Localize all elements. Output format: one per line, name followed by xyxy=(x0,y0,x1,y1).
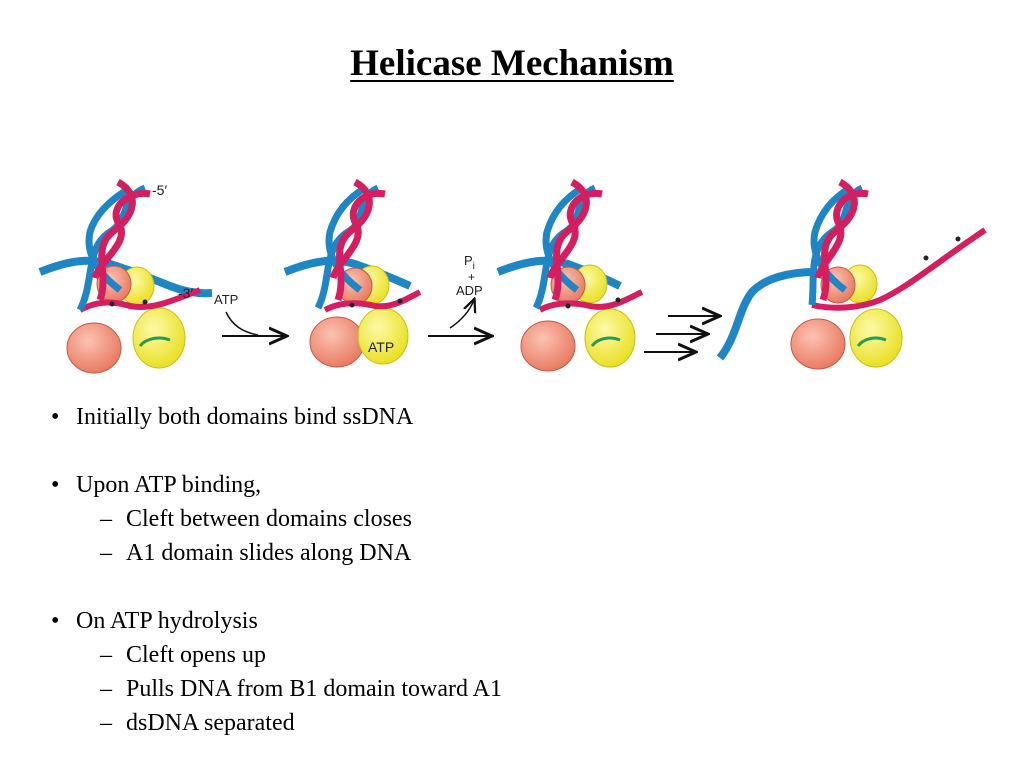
cleft-mark xyxy=(590,336,621,347)
displaced-blue-strand xyxy=(716,268,816,361)
bullet-text: On ATP hydrolysis xyxy=(76,608,258,634)
bullet-text: Initially both domains bind ssDNA xyxy=(76,404,414,430)
label-pi: Pi xyxy=(464,253,475,272)
repeated-cycle-arrows xyxy=(644,316,718,352)
bullet-item: • Upon ATP binding, xyxy=(46,468,946,502)
base-dot xyxy=(923,255,929,261)
bullet-marker: • xyxy=(51,472,60,498)
stage-1-initial: -5′ -3′ xyxy=(38,178,213,374)
base-dot xyxy=(142,299,148,305)
sub-bullet-item: – Cleft between domains closes xyxy=(46,502,946,536)
base-dot xyxy=(955,236,961,242)
base-dot xyxy=(109,301,115,307)
sub-bullet-item: – dsDNA separated xyxy=(46,706,946,740)
arrow-atp-binding: ATP xyxy=(214,292,285,336)
duplex-pink xyxy=(546,178,603,302)
sub-bullet-text: Cleft between domains closes xyxy=(126,506,412,532)
bullet-item: • On ATP hydrolysis xyxy=(46,604,946,638)
base-dot xyxy=(349,302,355,308)
base-dot xyxy=(565,303,571,309)
label-atp-in: ATP xyxy=(214,292,238,307)
sub-bullet-marker: – xyxy=(100,506,112,532)
sub-bullet-text: dsDNA separated xyxy=(126,710,295,736)
sub-bullet-marker: – xyxy=(100,540,112,566)
bullet-marker: • xyxy=(51,608,60,634)
sub-bullet-item: – Cleft opens up xyxy=(46,638,946,672)
domain-a2 xyxy=(309,316,365,368)
duplex-pink xyxy=(329,178,386,302)
label-3-prime: -3′ xyxy=(178,285,193,301)
bullet-text: Upon ATP binding, xyxy=(76,472,262,498)
atp-entry-curve xyxy=(225,311,259,336)
domain-a2 xyxy=(520,320,576,372)
base-dot xyxy=(615,297,621,303)
sub-bullet-text: A1 domain slides along DNA xyxy=(126,540,412,566)
arrow-atp-hydrolysis: Pi + ADP xyxy=(428,253,490,336)
sub-bullet-text: Pulls DNA from B1 domain toward A1 xyxy=(126,676,502,702)
slide-title: Helicase Mechanism xyxy=(350,43,674,84)
domain-a2 xyxy=(66,322,122,374)
duplex-pink xyxy=(91,178,151,302)
label-5-prime: -5′ xyxy=(152,182,167,198)
cleft-mark xyxy=(856,336,887,347)
sub-bullet-text: Cleft opens up xyxy=(126,642,266,668)
product-release-curve xyxy=(449,300,474,329)
pink-strand-track xyxy=(78,287,202,313)
label-atp-bound: ATP xyxy=(368,339,394,355)
blue-strand xyxy=(283,256,412,290)
pink-strand-track xyxy=(323,289,422,313)
stage-3-hydrolysis xyxy=(496,178,644,372)
helicase-figure: -5′ -3′ ATP ATP Pi + ADP xyxy=(0,160,1024,375)
mechanism-diagram: -5′ -3′ ATP ATP Pi + ADP xyxy=(38,178,987,374)
sub-bullet-marker: – xyxy=(100,676,112,702)
bullet-marker: • xyxy=(51,404,60,430)
displaced-pink-strand xyxy=(811,227,987,311)
base-dot xyxy=(397,298,403,304)
sub-bullet-marker: – xyxy=(100,710,112,736)
pink-strand-track xyxy=(538,289,644,313)
domain-a2 xyxy=(790,318,846,370)
duplex-pink xyxy=(814,178,869,302)
bullet-list: • Initially both domains bind ssDNA • Up… xyxy=(46,400,946,740)
label-adp: ADP xyxy=(456,283,483,298)
sub-bullet-item: – A1 domain slides along DNA xyxy=(46,536,946,570)
sub-bullet-marker: – xyxy=(100,642,112,668)
sub-bullet-item: – Pulls DNA from B1 domain toward A1 xyxy=(46,672,946,706)
bullet-item: • Initially both domains bind ssDNA xyxy=(46,400,946,434)
domain-b2 xyxy=(357,307,409,365)
stage-2-atp-bound: ATP xyxy=(283,178,422,368)
stage-4-separated xyxy=(716,178,987,370)
cleft-mark xyxy=(138,336,171,348)
label-plus: + xyxy=(468,270,475,284)
